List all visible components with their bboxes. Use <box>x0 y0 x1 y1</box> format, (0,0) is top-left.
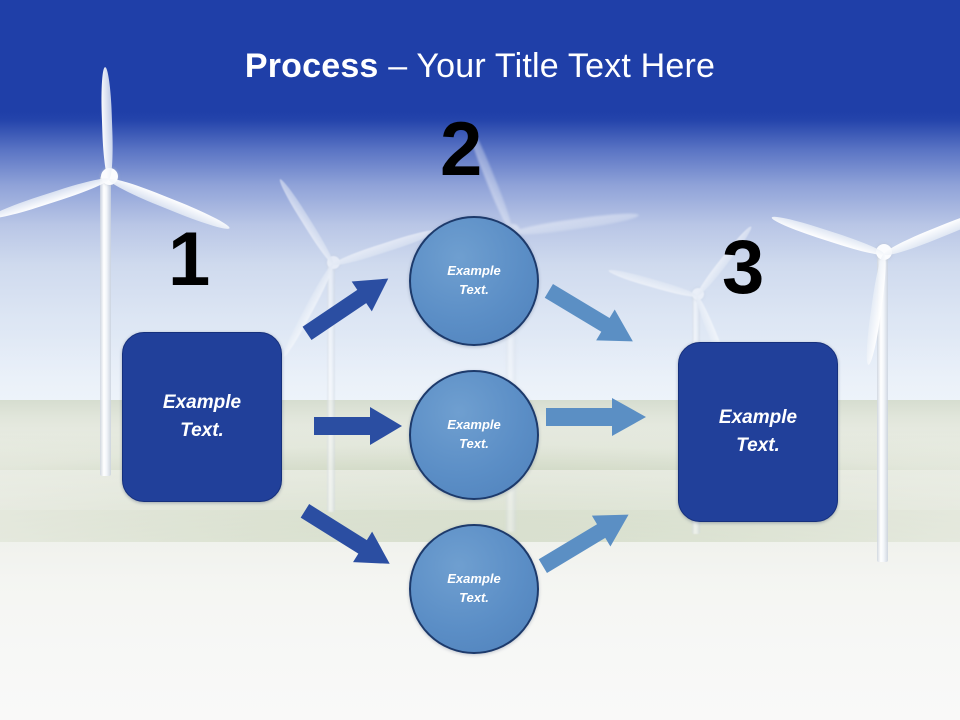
process-box-right-line1: Example <box>718 407 798 429</box>
process-circle-bottom[interactable]: Example Text. <box>409 524 539 654</box>
process-circle-bottom-line1: Example <box>447 571 501 587</box>
step-number-2: 2 <box>440 107 483 192</box>
arrow-bottom-circle-to-right <box>538 505 658 580</box>
process-circle-bottom-line2: Text. <box>459 590 489 605</box>
process-box-right[interactable]: Example Text. <box>678 342 838 522</box>
process-circle-middle-line1: Example <box>447 417 501 433</box>
process-box-right-label: Example Text. <box>719 404 797 459</box>
process-box-left-label: Example Text. <box>163 389 241 444</box>
process-circle-top-label: Example Text. <box>447 262 500 300</box>
process-box-right-line2: Text. <box>736 435 780 456</box>
arrow-top-circle-to-right <box>544 282 664 354</box>
process-circle-middle-line2: Text. <box>459 436 489 451</box>
slide-title: Process – Your Title Text Here <box>0 46 960 86</box>
slide-title-rest: Your Title Text Here <box>416 47 716 85</box>
slide-title-bold: Process <box>244 47 379 85</box>
slide-title-separator: – <box>378 47 417 85</box>
process-circle-bottom-label: Example Text. <box>447 570 500 608</box>
process-box-left-line1: Example <box>162 392 242 414</box>
process-circle-middle-label: Example Text. <box>447 416 500 454</box>
arrow-left-to-top-circle <box>300 272 410 342</box>
arrow-left-to-bottom-circle <box>300 500 415 575</box>
process-circle-top[interactable]: Example Text. <box>409 216 539 346</box>
arrow-middle-circle-to-right <box>544 396 649 438</box>
step-number-3: 3 <box>722 225 765 310</box>
process-circle-middle[interactable]: Example Text. <box>409 370 539 500</box>
process-circle-top-line1: Example <box>447 263 501 279</box>
process-box-left-line2: Text. <box>180 420 224 441</box>
process-box-left[interactable]: Example Text. <box>122 332 282 502</box>
step-number-1: 1 <box>168 217 211 302</box>
arrow-left-to-middle-circle <box>312 405 404 447</box>
process-circle-top-line2: Text. <box>459 282 489 297</box>
